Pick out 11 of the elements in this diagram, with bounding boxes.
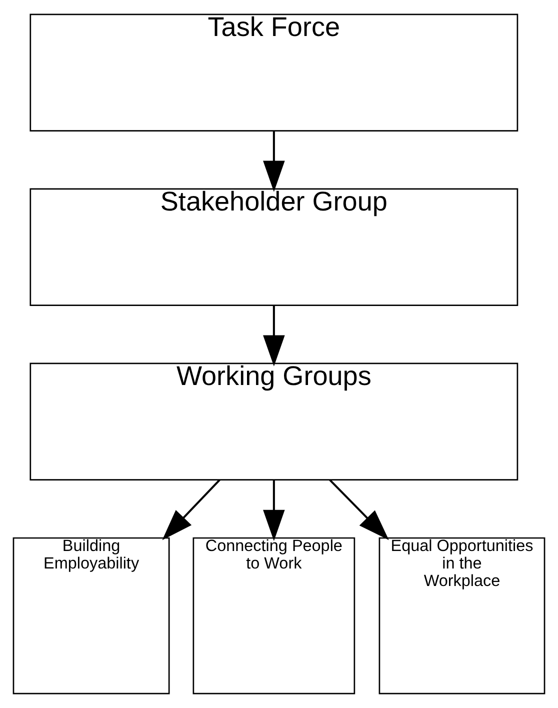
node-box: Equal Opportunities in the Workplace (378, 537, 546, 694)
arrow (263, 131, 285, 192)
arrow (263, 480, 285, 541)
node-box: Task Force (30, 14, 518, 132)
node-box: Connecting People to Work (192, 537, 356, 694)
arrow (162, 479, 220, 540)
node-box: Stakeholder Group (30, 188, 518, 306)
node-box: Working Groups (30, 362, 518, 480)
arrow (263, 306, 285, 366)
node-box: Building Employability (12, 537, 170, 694)
arrow (329, 479, 389, 540)
